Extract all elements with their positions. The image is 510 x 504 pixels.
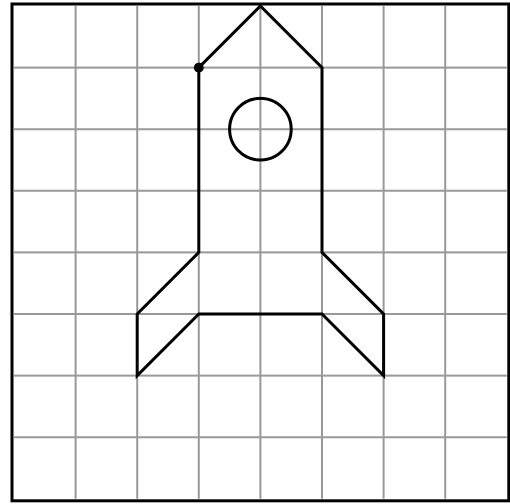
marked-point [194, 63, 204, 73]
grid-lines [14, 6, 507, 499]
